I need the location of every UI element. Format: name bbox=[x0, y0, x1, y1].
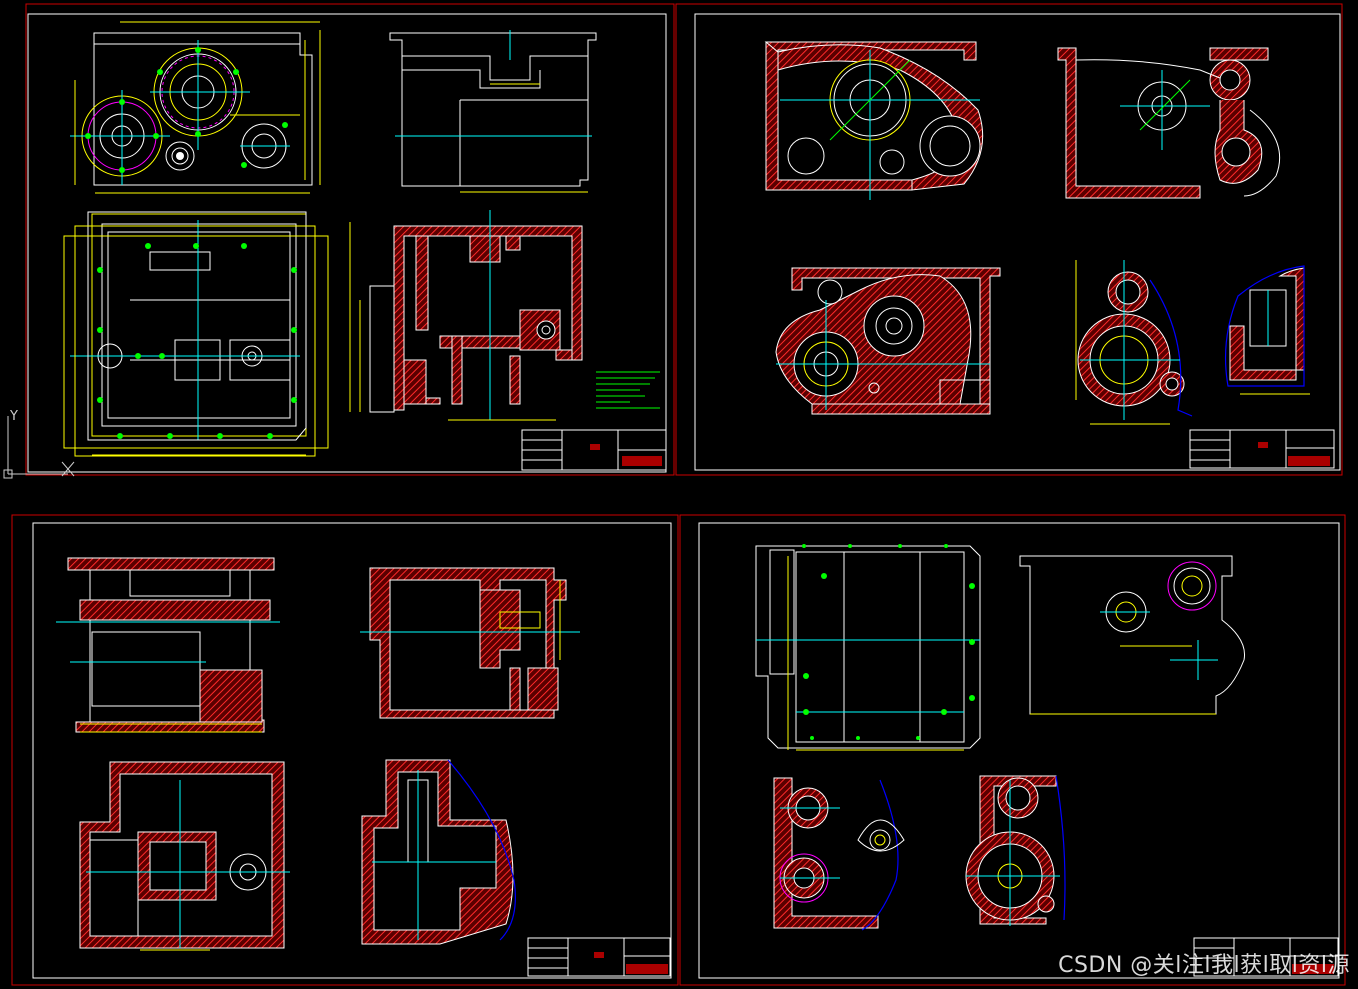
sheet-3 bbox=[11, 514, 679, 986]
section-view-b bbox=[764, 41, 984, 200]
sheet-1 bbox=[25, 3, 675, 476]
plan-view bbox=[63, 211, 329, 457]
ucs-axis-icon: Y bbox=[3, 409, 75, 479]
title-block-3 bbox=[527, 937, 671, 977]
title-block-4 bbox=[1193, 937, 1339, 977]
section-view-d bbox=[775, 267, 1001, 415]
section-view-i bbox=[79, 761, 290, 951]
ucs-y-label: Y bbox=[9, 409, 18, 424]
sheet-4-border bbox=[679, 514, 1346, 986]
section-view-j bbox=[361, 759, 516, 945]
section-view-g bbox=[56, 557, 280, 733]
technical-notes bbox=[596, 371, 660, 409]
top-view-b bbox=[755, 544, 981, 751]
section-view-k bbox=[773, 777, 905, 931]
side-view bbox=[389, 30, 597, 193]
sheet-1-border bbox=[25, 3, 675, 476]
sheet-2 bbox=[675, 3, 1343, 476]
sheet-2-frame bbox=[694, 13, 1341, 471]
section-view-c bbox=[1057, 47, 1281, 199]
section-view-f bbox=[1224, 265, 1310, 395]
section-view-l bbox=[965, 775, 1066, 926]
title-block-1 bbox=[521, 429, 667, 471]
watermark: CSDN @关l注l我l获l取l资l源 bbox=[1058, 953, 1350, 978]
title-block-2 bbox=[1189, 429, 1335, 469]
sheet-2-border bbox=[675, 3, 1343, 476]
section-view-e bbox=[1075, 260, 1193, 425]
section-view-a bbox=[349, 210, 583, 421]
section-view-h bbox=[360, 567, 580, 719]
sheet-4-frame bbox=[698, 522, 1340, 979]
side-view-b bbox=[1019, 555, 1246, 715]
front-view bbox=[70, 21, 321, 194]
sheet-3-frame bbox=[32, 522, 672, 979]
sheet-4 bbox=[679, 514, 1346, 986]
sheet-1-frame bbox=[27, 13, 667, 473]
sheet-3-border bbox=[11, 514, 679, 986]
